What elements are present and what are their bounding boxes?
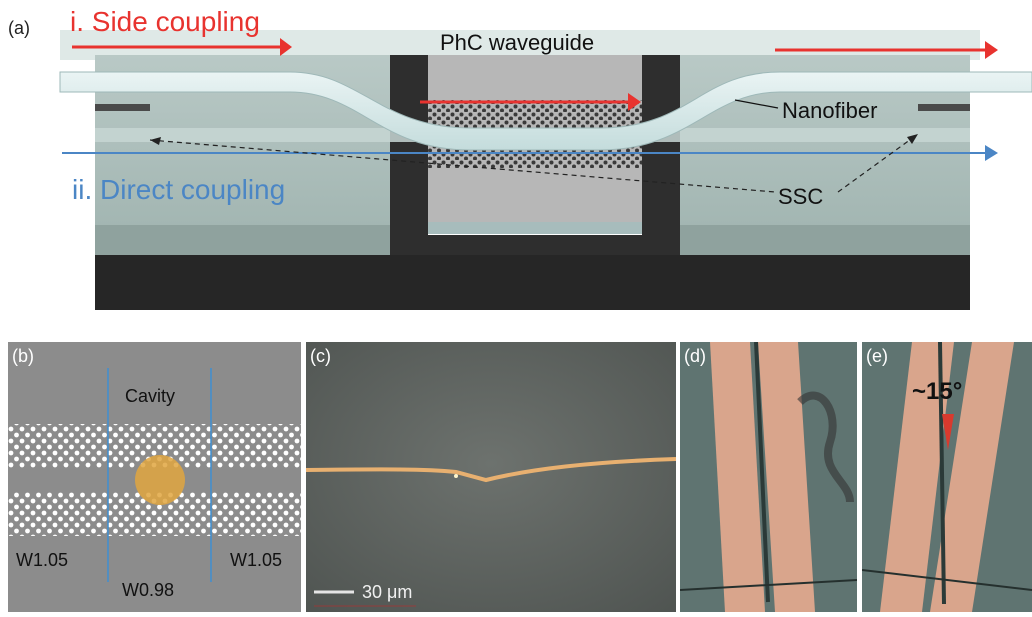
nanofiber-pointer <box>734 99 779 109</box>
bottom-substrate <box>95 255 970 310</box>
nanofiber-micrograph <box>306 457 676 483</box>
ssc-left-layer <box>95 104 150 111</box>
phc-membrane-edge <box>428 222 642 234</box>
ssc-pointer-left <box>149 139 776 193</box>
angle-marker <box>942 414 954 450</box>
cavity-mode <box>135 455 185 505</box>
panel-a-diagram <box>59 30 1032 310</box>
ssc-label: SSC <box>778 184 824 209</box>
trench-right-wall <box>642 55 680 255</box>
scale-bar-label: 30 μm <box>362 582 413 602</box>
fiber-e <box>938 342 946 605</box>
panel-d-label: (d) <box>684 346 706 366</box>
panel-c-image <box>306 342 676 612</box>
panel-e-image <box>862 342 1032 612</box>
substrate-right-lower <box>680 225 970 255</box>
side-arrow-center <box>628 93 641 111</box>
w-left-label: W1.05 <box>16 550 69 570</box>
direct-coupling-label: ii. Direct coupling <box>72 174 286 205</box>
direct-arrow <box>985 145 998 161</box>
nanofiber <box>59 71 1032 151</box>
w-right-label: W1.05 <box>230 550 283 570</box>
panel-b-image <box>8 342 301 612</box>
pad-left <box>710 342 765 612</box>
ssc-right-layer <box>918 104 970 111</box>
pad-right <box>758 342 815 612</box>
side-coupling-label: i. Side coupling <box>70 6 260 37</box>
phc-waveguide-label: PhC waveguide <box>440 30 595 55</box>
ssc-pointer-right <box>837 133 919 193</box>
panel-a-label: (a) <box>8 18 30 38</box>
fiber-d <box>754 342 770 603</box>
panel-d-image <box>680 342 857 612</box>
trench-left-wall <box>390 55 428 255</box>
substrate-left-lower <box>95 225 390 255</box>
panel-b-label: (b) <box>12 346 34 366</box>
w-center-label: W0.98 <box>122 580 175 600</box>
angle-label: ~15° <box>912 378 963 405</box>
cavity-label: Cavity <box>125 386 176 406</box>
side-arrow-right <box>985 41 998 59</box>
pad-right-e <box>930 342 1014 612</box>
panel-e-label: (e) <box>866 346 888 366</box>
trench-floor <box>390 235 680 255</box>
panel-c-label: (c) <box>310 346 331 366</box>
side-arrow-left <box>280 38 292 56</box>
nanofiber-label: Nanofiber <box>782 98 878 123</box>
pad-left-e <box>880 342 954 612</box>
